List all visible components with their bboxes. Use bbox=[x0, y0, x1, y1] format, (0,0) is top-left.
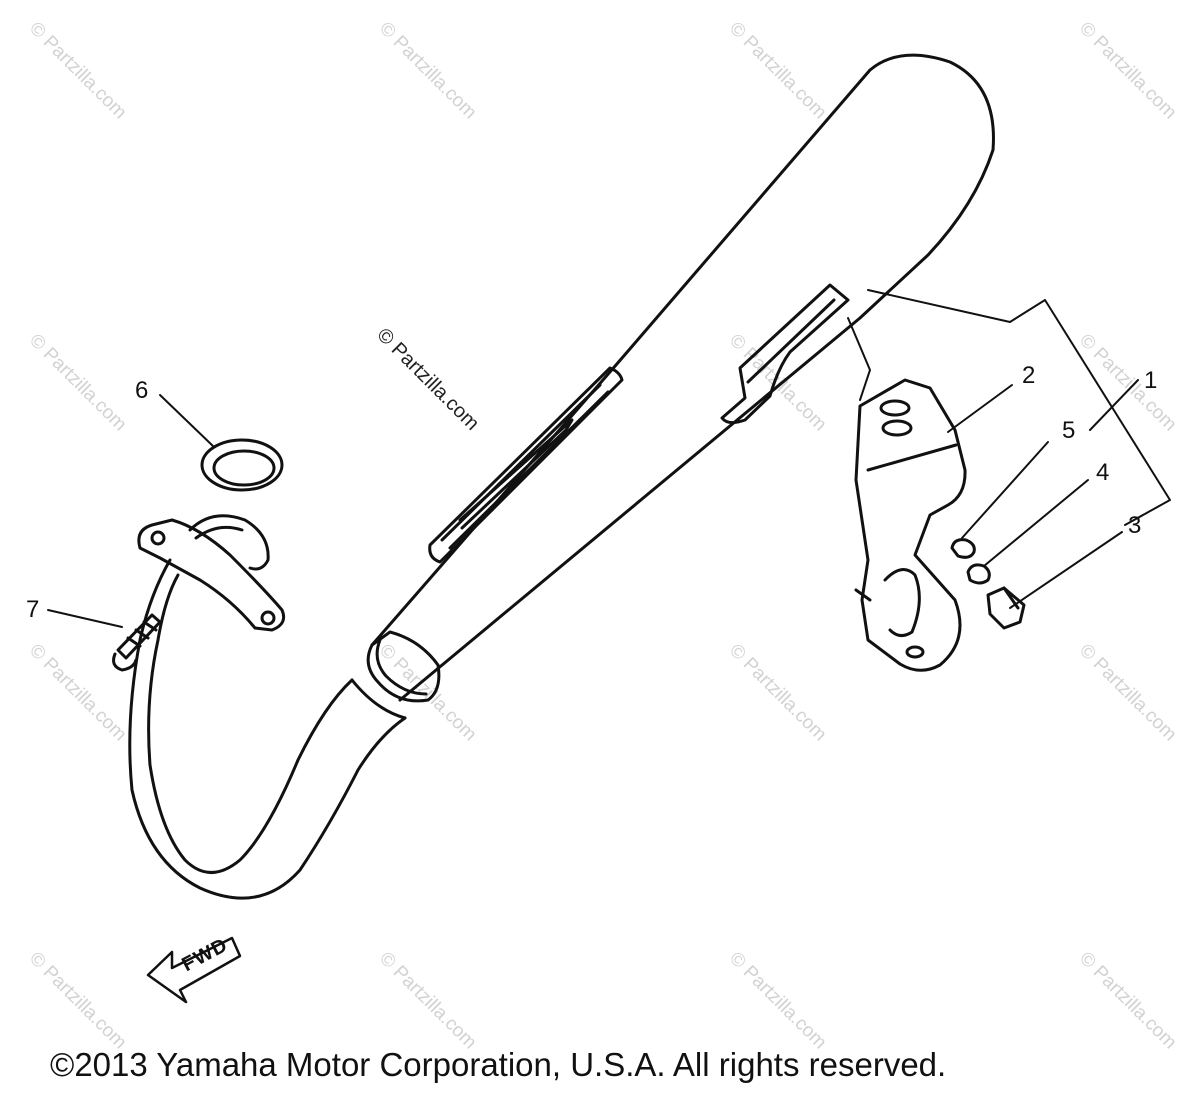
muffler-body bbox=[366, 53, 995, 703]
exhaust-pipe bbox=[128, 514, 407, 900]
callout-1: 1 bbox=[1144, 367, 1158, 394]
callout-2: 2 bbox=[1022, 362, 1036, 389]
washer-5 bbox=[950, 538, 976, 559]
bolt-7 bbox=[112, 613, 162, 672]
callout-4: 4 bbox=[1096, 459, 1110, 486]
lock-washer-4 bbox=[966, 563, 991, 585]
gasket bbox=[200, 438, 284, 492]
copyright-notice: ©2013 Yamaha Motor Corporation, U.S.A. A… bbox=[50, 1046, 947, 1083]
callout-6: 6 bbox=[135, 377, 149, 404]
bolt-3 bbox=[986, 586, 1026, 630]
muffler-bracket bbox=[854, 378, 967, 672]
fwd-arrow bbox=[146, 936, 242, 1004]
callout-5: 5 bbox=[1062, 417, 1076, 444]
leader-lines bbox=[47, 289, 1171, 628]
callout-7: 7 bbox=[26, 596, 40, 623]
callout-3: 3 bbox=[1128, 512, 1142, 539]
